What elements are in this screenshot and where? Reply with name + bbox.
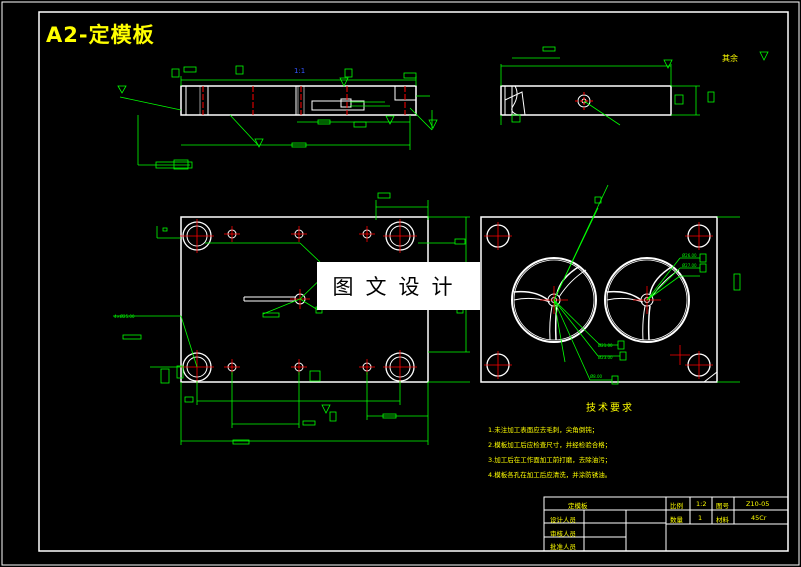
section-view-left-dimensions xyxy=(117,65,438,170)
title-block-scale-label: 比例 xyxy=(670,502,683,510)
dim-label-r2: Ø27.00 xyxy=(682,263,697,268)
side-view-right xyxy=(500,85,672,116)
tech-requirements-title: 技术要求 xyxy=(586,403,634,414)
title-block-part-name: 定模板 xyxy=(568,502,588,510)
surface-finish-note: 其余 xyxy=(722,54,738,63)
dim-label-r1: Ø26.00 xyxy=(682,253,697,258)
title-block-grid xyxy=(543,496,789,552)
tech-requirement-item: 2.模板加工后应检查尺寸，并经检验合格； xyxy=(488,441,612,449)
blue-dimension-mark: 1:1 xyxy=(294,67,305,75)
watermark: 图文设计 xyxy=(317,262,480,310)
title-block-drawing-no-label: 图号 xyxy=(716,502,729,510)
dim-label-r4: Ø23.00 xyxy=(598,355,613,360)
drawing-frame xyxy=(38,11,789,552)
title-block-quantity-label: 数量 xyxy=(670,516,683,524)
tech-requirement-item: 1.未注加工表面应去毛刺，尖角倒钝； xyxy=(488,426,599,434)
plan-view-right-dimensions xyxy=(553,184,741,385)
title-block-quantity-value: 1 xyxy=(698,514,703,522)
plan-view-left-dimensions xyxy=(113,192,470,445)
dim-label-hole: 4×Ø25.00 xyxy=(114,314,135,319)
dim-label-r5: Ø8.00 xyxy=(590,374,603,379)
drawing-title: A2-定模板 xyxy=(46,23,155,47)
title-block-material-label: 材料 xyxy=(716,516,729,524)
title-block-drawing-no-value: Z10-05 xyxy=(746,500,770,508)
tech-requirement-item: 4.模板各孔在加工后应清洗，并涂防锈油。 xyxy=(488,471,612,479)
side-view-right-dimensions xyxy=(500,46,769,126)
title-block-checker-label: 审核人员 xyxy=(550,530,576,538)
section-view-left xyxy=(180,85,417,116)
title-block-approver-label: 批准人员 xyxy=(550,543,576,551)
tech-requirement-item: 3.加工后在工作面加工前打磨，去除油污； xyxy=(488,456,612,464)
title-block-designer-label: 设计人员 xyxy=(550,516,576,524)
dim-label-r3: Ø21.00 xyxy=(598,343,613,348)
title-block-material-value: 45Cr xyxy=(751,514,767,522)
title-block-scale-value: 1:2 xyxy=(696,500,707,508)
